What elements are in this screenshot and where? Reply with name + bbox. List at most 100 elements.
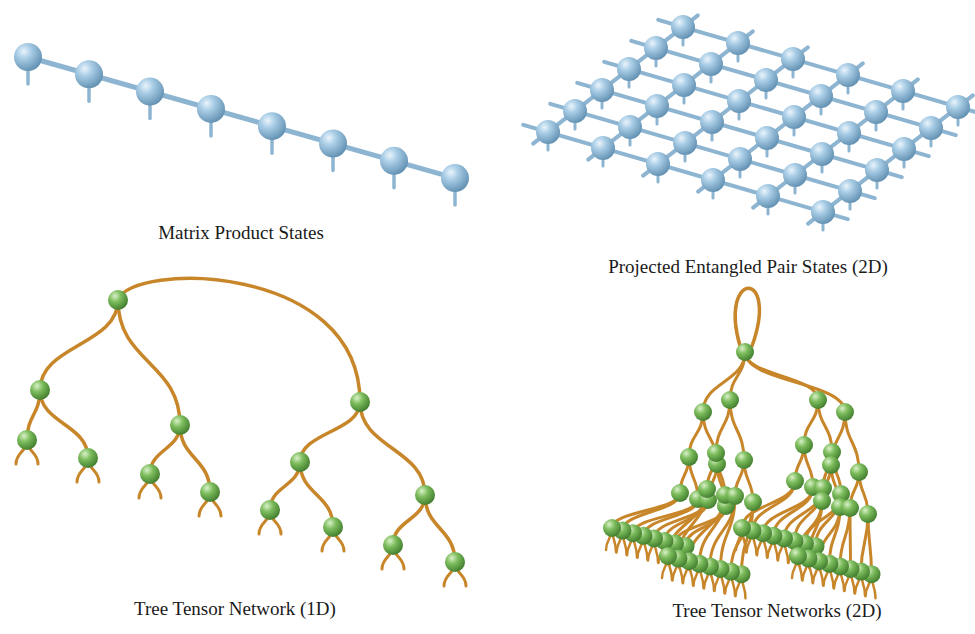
tensor-sphere <box>838 179 862 203</box>
tensor-sphere <box>809 84 833 108</box>
tree-bond <box>40 390 88 458</box>
tree-bond <box>849 508 853 569</box>
tensor-sphere <box>698 480 716 498</box>
tensor-sphere <box>836 63 860 87</box>
tensor-sphere <box>809 391 827 409</box>
tensor-sphere <box>836 403 854 421</box>
bond <box>808 95 973 223</box>
tensor-sphere <box>17 430 37 450</box>
tensor-sphere <box>782 105 806 129</box>
figure-caption: Tree Tensor Networks (2D) <box>672 600 881 623</box>
tensor-sphere <box>258 112 286 140</box>
bond <box>550 104 875 198</box>
bond <box>577 83 902 177</box>
tree-bond <box>845 412 859 472</box>
tensor-sphere <box>859 505 877 523</box>
tensor-sphere <box>736 343 754 361</box>
tensor-sphere <box>30 380 50 400</box>
tensor-sphere <box>673 131 697 155</box>
tensor-sphere <box>415 485 435 505</box>
tensor-sphere <box>864 100 888 124</box>
tensor-sphere <box>721 391 739 409</box>
tensor-sphere <box>795 436 813 454</box>
tensor-sphere <box>789 547 807 565</box>
tensor-sphere <box>78 448 98 468</box>
tensor-sphere <box>563 99 587 123</box>
figure-caption: Tree Tensor Network (1D) <box>134 598 336 621</box>
matrix-product-state <box>14 43 469 205</box>
bond <box>523 125 848 219</box>
tensor-sphere <box>810 142 834 166</box>
tensor-sphere <box>617 57 641 81</box>
tensor-sphere <box>892 137 916 161</box>
tensor-sphere <box>781 47 805 71</box>
tensor-sphere <box>260 500 280 520</box>
tensor-sphere <box>786 472 804 490</box>
bond <box>631 41 956 135</box>
tensor-sphere <box>726 31 750 55</box>
tree-bond <box>118 300 180 425</box>
tensor-sphere <box>646 152 670 176</box>
tensor-sphere <box>783 163 807 187</box>
tensor-sphere <box>841 499 859 517</box>
tensor-sphere <box>756 184 780 208</box>
tree-bond <box>868 514 872 574</box>
tensor-sphere <box>645 94 669 118</box>
tensor-sphere <box>865 158 889 182</box>
tensor-sphere <box>919 116 943 140</box>
tensor-sphere <box>136 78 164 106</box>
tensor-sphere <box>603 519 621 537</box>
tensor-sphere <box>140 464 160 484</box>
tensor-sphere <box>837 121 861 145</box>
tensor-sphere <box>744 493 762 511</box>
bond <box>604 62 929 156</box>
tensor-sphere <box>197 95 225 123</box>
tensor-sphere <box>699 52 723 76</box>
tree-bond <box>703 352 745 412</box>
tree-bond <box>745 352 818 400</box>
tensor-sphere <box>680 448 698 466</box>
tensor-sphere <box>946 95 970 119</box>
peps-grid <box>523 15 975 230</box>
tensor-sphere <box>755 126 779 150</box>
bond <box>658 20 975 114</box>
tensor-sphere <box>75 60 103 88</box>
tensor-sphere <box>290 452 310 472</box>
tree-bond <box>180 425 210 492</box>
tree-bond <box>745 352 845 412</box>
tensor-sphere <box>726 487 744 505</box>
tensor-sphere <box>323 517 343 537</box>
tensor-sphere <box>441 164 469 192</box>
tensor-sphere <box>618 115 642 139</box>
tree-bond <box>425 495 455 562</box>
tree-tensor-network-2d <box>603 288 881 598</box>
tensor-sphere <box>891 79 915 103</box>
tensor-sphere <box>671 484 689 502</box>
tensor-sphere <box>694 403 712 421</box>
tensor-sphere <box>319 130 347 158</box>
tensor-sphere <box>850 463 868 481</box>
tensor-sphere <box>590 78 614 102</box>
tree-bond <box>300 462 333 527</box>
tensor-sphere <box>813 492 831 510</box>
tensor-sphere <box>14 43 42 71</box>
tree-bond <box>300 402 360 462</box>
tensor-sphere <box>735 451 753 469</box>
tensor-sphere <box>591 136 615 160</box>
tensor-sphere <box>659 547 677 565</box>
tensor-sphere <box>728 147 752 171</box>
tensor-sphere <box>350 392 370 412</box>
tensor-sphere <box>671 15 695 39</box>
bond <box>28 57 455 178</box>
tensor-sphere <box>445 552 465 572</box>
tree-bond <box>40 300 118 390</box>
tensor-sphere <box>644 36 668 60</box>
tensor-sphere <box>727 89 751 113</box>
tensor-sphere <box>383 535 403 555</box>
tree-bond <box>730 400 744 460</box>
tensor-sphere <box>701 168 725 192</box>
tensor-sphere <box>200 482 220 502</box>
figure-caption: Matrix Product States <box>158 222 324 245</box>
